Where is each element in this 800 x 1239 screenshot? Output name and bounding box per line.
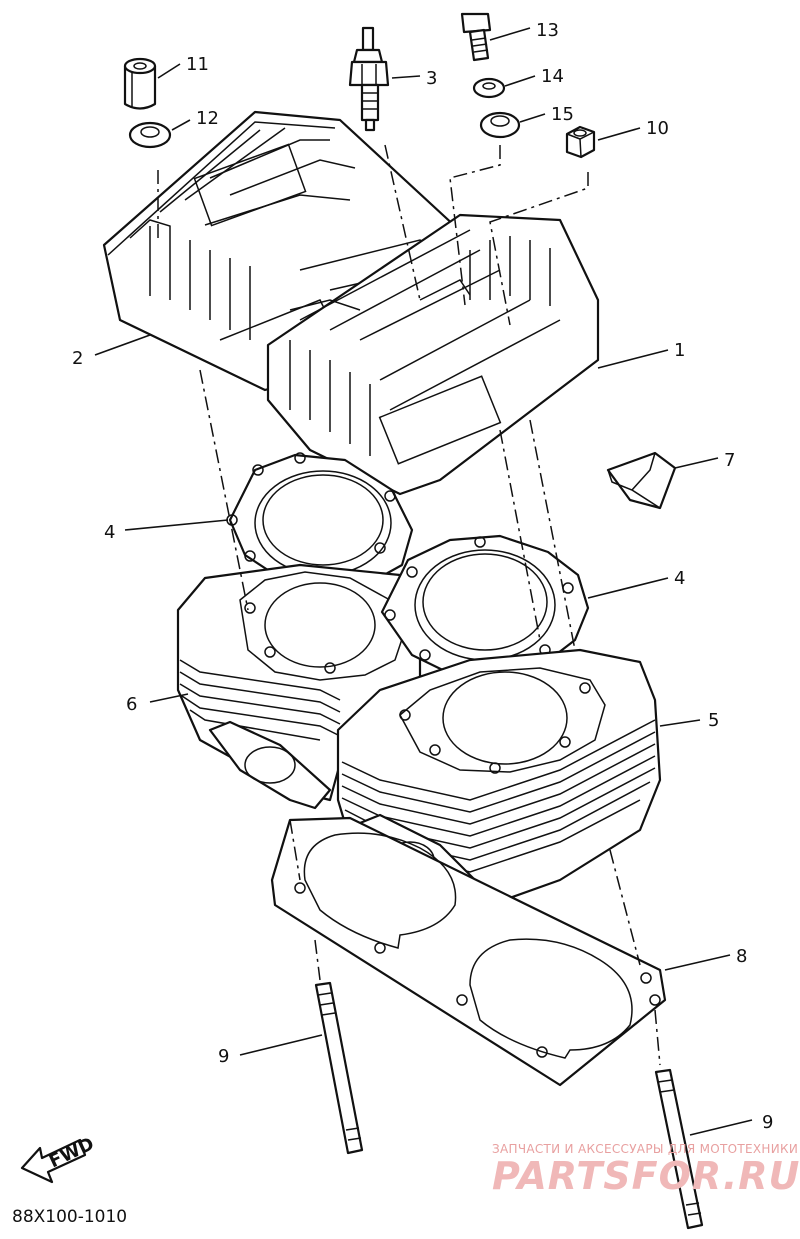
callout-13: 13: [536, 20, 559, 41]
callout-15: 15: [551, 104, 574, 125]
part-9-stud-right: [654, 1068, 704, 1230]
callout-12: 12: [196, 108, 219, 129]
part-8-base-gasket: [270, 816, 667, 1087]
part-9-stud-left: [314, 981, 364, 1155]
callout-14: 14: [541, 66, 564, 87]
callout-4-rear: 4: [104, 522, 115, 543]
part-7-damper: [606, 451, 677, 510]
watermark-tagline: ЗАПЧАСТИ И АКСЕССУАРЫ ДЛЯ МОТОТЕХНИКИ: [492, 1142, 799, 1156]
callout-3: 3: [426, 68, 437, 89]
callout-5: 5: [708, 710, 719, 731]
callout-9-right: 9: [762, 1112, 773, 1133]
part-13-bolt: [460, 12, 492, 62]
leader-lines: [94, 27, 753, 1136]
part-12-washer: [128, 121, 172, 149]
part-4-head-gasket-front: [380, 534, 590, 680]
callout-labels: 11 12 3 13 14 15 10 2 1 7 4 4 6 5 8 9 9: [72, 20, 773, 1133]
part-15-washer: [479, 111, 521, 139]
part-6-cylinder-rear: [176, 563, 422, 810]
part-1-cylinder-head-front: [266, 213, 600, 496]
callout-2: 2: [72, 348, 83, 369]
callout-1: 1: [674, 340, 685, 361]
part-11-sleeve: [123, 57, 157, 110]
callout-4-front: 4: [674, 568, 685, 589]
callout-10: 10: [646, 118, 669, 139]
fwd-label: FWD: [46, 1133, 98, 1172]
callout-6: 6: [126, 694, 137, 715]
callout-9-left: 9: [218, 1046, 229, 1067]
alignment-lines: [157, 144, 661, 1066]
diagram-code: 88X100-1010: [12, 1207, 128, 1227]
callout-7: 7: [724, 450, 735, 471]
part-10-nut: [565, 125, 596, 159]
part-14-spring-washer: [472, 77, 506, 99]
part-3-spark-plug: [348, 26, 390, 132]
fwd-arrow-icon: FWD: [20, 1133, 98, 1184]
callout-11: 11: [186, 54, 209, 75]
watermark-logo: PARTSFOR.RU: [492, 1154, 800, 1198]
callout-8: 8: [736, 946, 747, 967]
